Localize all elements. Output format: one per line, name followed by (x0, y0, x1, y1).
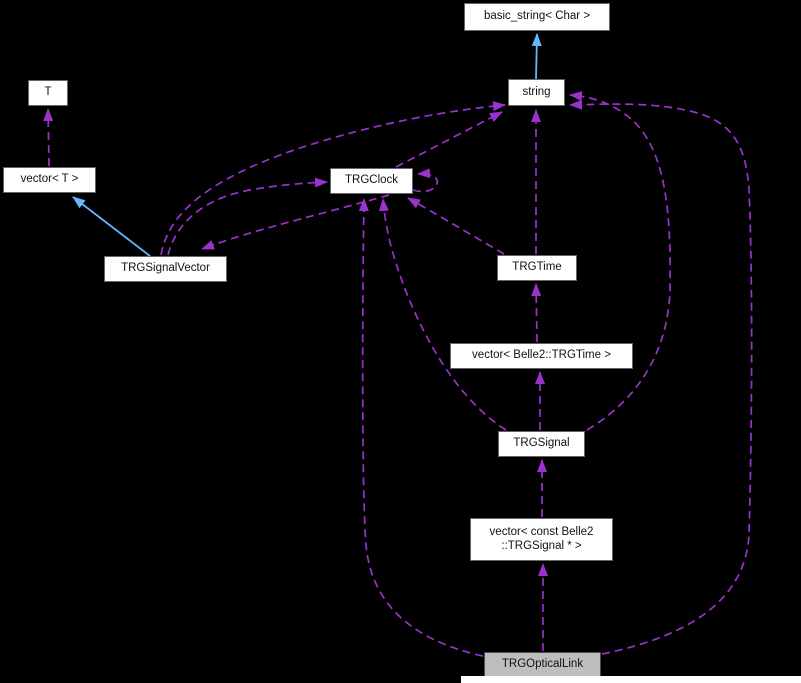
node-trgtime-label: TRGTime (512, 261, 562, 274)
bottom-edge-strip (461, 676, 801, 683)
node-trgclock-label: TRGClock (344, 174, 399, 187)
node-vector-t-label: vector< T > (20, 173, 79, 186)
node-string[interactable]: string (508, 79, 565, 106)
node-trgopticallink-label: TRGOpticalLink (501, 658, 584, 671)
node-trgopticallink-current: TRGOpticalLink (484, 652, 601, 678)
node-trgsignalvector[interactable]: TRGSignalVector (104, 256, 227, 282)
edge-trgclock-to-string (395, 111, 503, 168)
node-trgclock[interactable]: TRGClock (330, 168, 413, 194)
node-vector-trgtime[interactable]: vector< Belle2::TRGTime > (450, 343, 633, 369)
edge-vector-t-to-t (43, 108, 54, 167)
edge-string-to-basic-string (531, 33, 542, 80)
node-basic-string-label: basic_string< Char > (483, 10, 591, 23)
edge-trgopticallink-to-trgclock (358, 198, 484, 657)
edge-trgclock-to-trgsignalvector (201, 194, 390, 250)
node-trgtime[interactable]: TRGTime (497, 255, 577, 281)
edge-trgtime-to-trgclock (407, 197, 505, 255)
node-vector-t[interactable]: vector< T > (3, 167, 96, 193)
edge-trgsignalvector-to-trgclock (167, 177, 328, 256)
node-vector-trgsignal-ptr-label: vector< const Belle2 ::TRGSignal * > (489, 526, 594, 552)
edge-trgopticallink-to-string (569, 99, 753, 655)
node-t-label: T (44, 86, 52, 99)
node-basic-string[interactable]: basic_string< Char > (464, 3, 610, 31)
node-vector-trgtime-label: vector< Belle2::TRGTime > (472, 349, 611, 362)
edge-trgsignal-to-string (569, 91, 671, 431)
edge-vector-trgtime-to-trgtime (531, 283, 542, 343)
edge-trgsignalvector-to-string (160, 101, 506, 256)
node-trgsignalvector-label: TRGSignalVector (121, 262, 210, 275)
edge-trgsignalvector-to-vector-t (72, 196, 151, 257)
node-t[interactable]: T (28, 80, 68, 106)
node-vector-trgsignal-ptr[interactable]: vector< const Belle2 ::TRGSignal * > (470, 518, 613, 561)
node-trgsignal-label: TRGSignal (513, 437, 570, 450)
edge-trgclock-self-loop (412, 168, 439, 193)
node-string-label: string (522, 85, 551, 98)
edge-trgsignal-to-trgclock (378, 198, 507, 431)
node-trgsignal[interactable]: TRGSignal (498, 431, 585, 457)
